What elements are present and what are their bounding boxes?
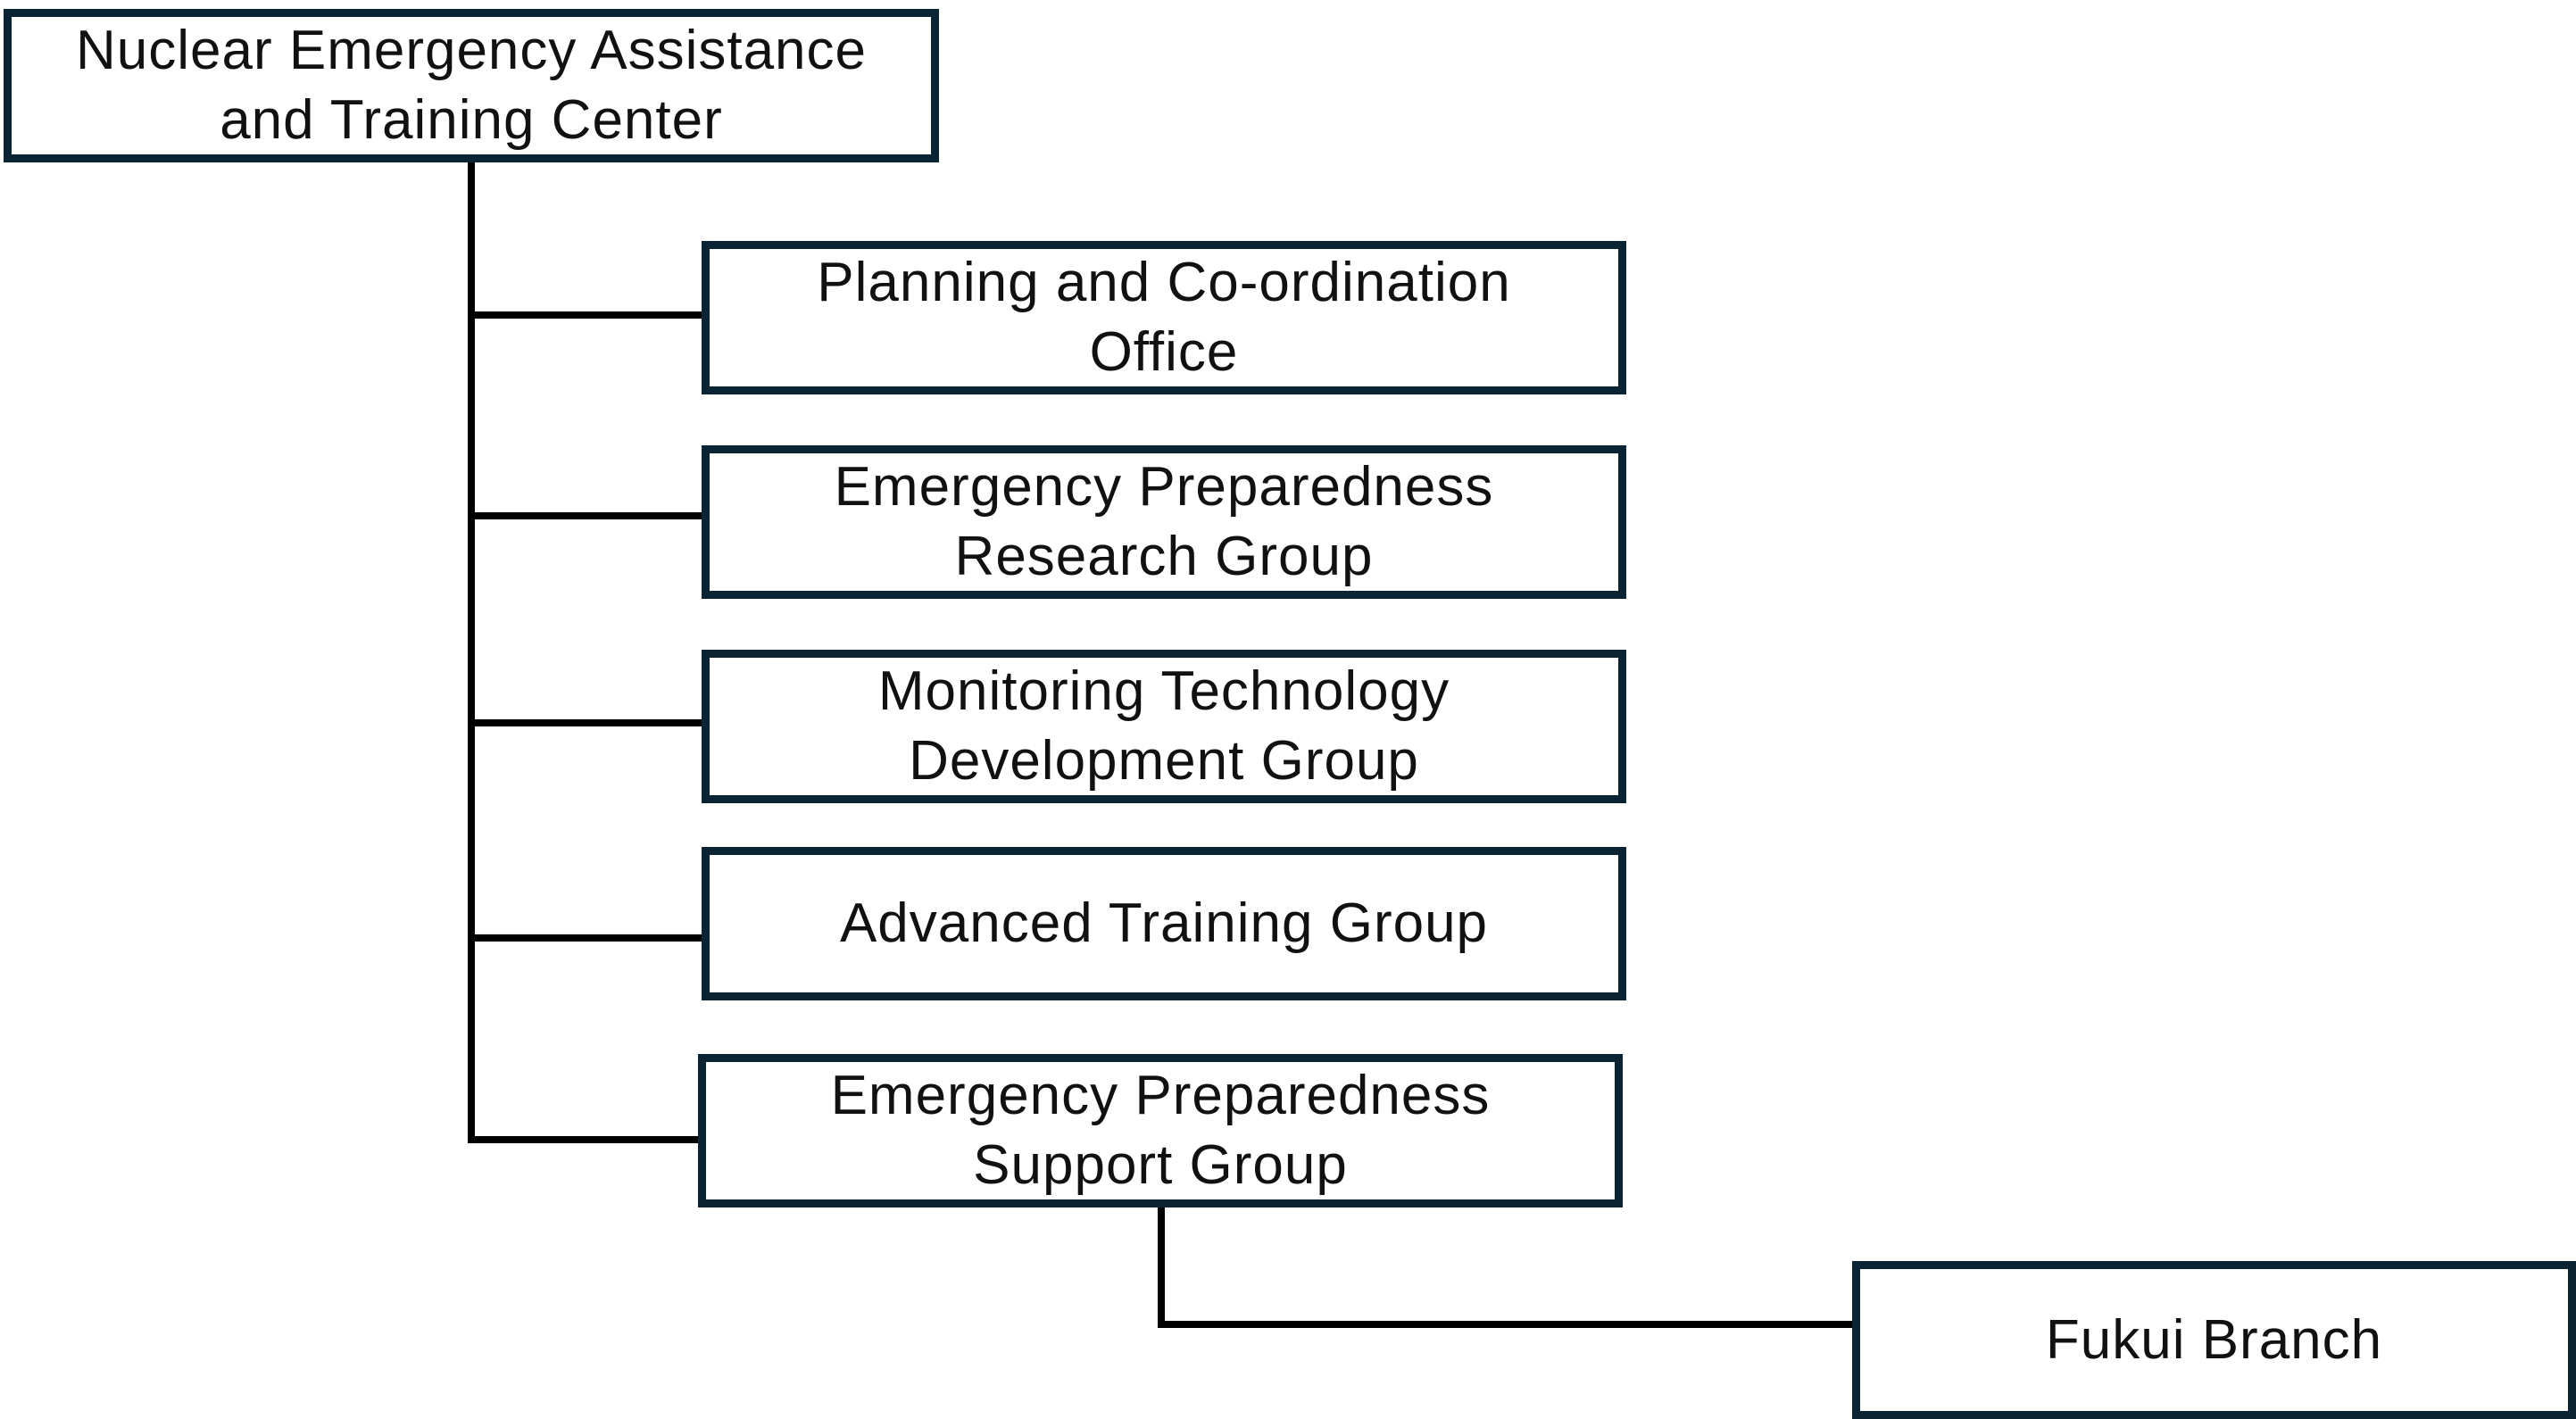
node-label: Planning and Co-ordination Office bbox=[817, 252, 1511, 383]
node-planning-coordination-office: Planning and Co-ordination Office bbox=[702, 241, 1626, 394]
node-label: Fukui Branch bbox=[2045, 1308, 2383, 1371]
node-label: Advanced Training Group bbox=[839, 892, 1489, 954]
node-monitoring-technology-development-group: Monitoring Technology Development Group bbox=[702, 650, 1626, 803]
node-fukui-branch: Fukui Branch bbox=[1852, 1261, 2576, 1419]
connector-monitoring bbox=[468, 719, 705, 726]
node-label: Emergency Preparedness Research Group bbox=[834, 456, 1494, 587]
node-emergency-preparedness-research-group: Emergency Preparedness Research Group bbox=[702, 445, 1626, 599]
node-label: Monitoring Technology Development Group bbox=[877, 660, 1450, 792]
root-node: Nuclear Emergency Assistance and Trainin… bbox=[4, 9, 939, 162]
connector-support bbox=[468, 1136, 702, 1143]
connector-research bbox=[468, 512, 705, 519]
connector-training bbox=[468, 934, 705, 942]
node-advanced-training-group: Advanced Training Group bbox=[702, 847, 1626, 1000]
connector-fukui bbox=[1158, 1321, 1856, 1328]
support-down-line bbox=[1158, 1206, 1165, 1328]
root-node-label: Nuclear Emergency Assistance and Trainin… bbox=[75, 20, 868, 151]
root-trunk-line bbox=[468, 161, 475, 1143]
node-label: Emergency Preparedness Support Group bbox=[830, 1065, 1491, 1196]
connector-planning bbox=[468, 311, 705, 319]
node-emergency-preparedness-support-group: Emergency Preparedness Support Group bbox=[698, 1054, 1623, 1207]
